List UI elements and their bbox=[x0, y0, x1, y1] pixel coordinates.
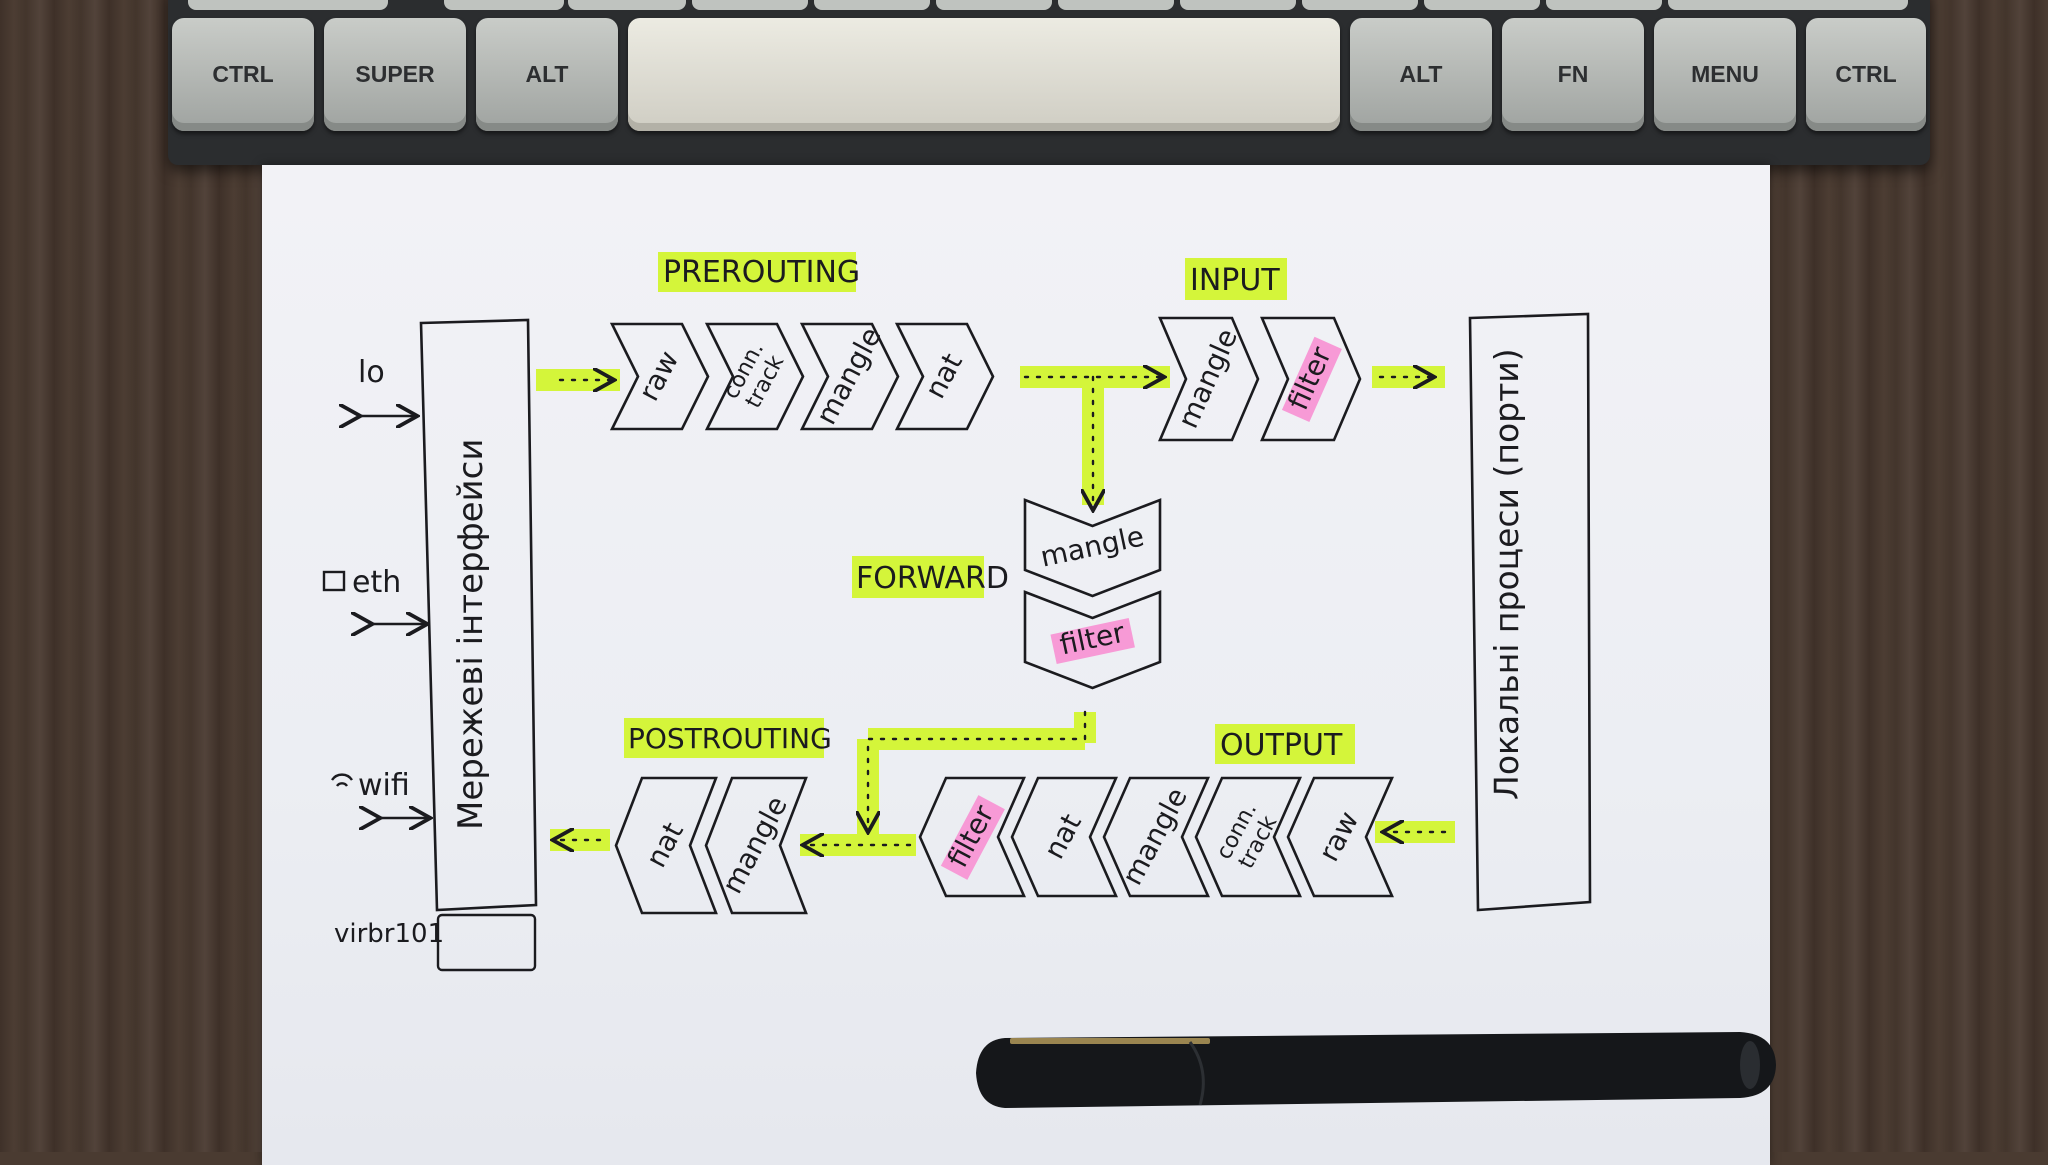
forward-filter-highlight bbox=[1050, 617, 1135, 664]
prerouting-mangle-label: mangle bbox=[809, 322, 887, 430]
network-interfaces-label: Мережеві інтерфейси bbox=[451, 439, 491, 830]
iface-lo-label: lo bbox=[358, 355, 385, 390]
prerouting-mangle: mangle bbox=[799, 322, 900, 431]
prerouting-raw-label: raw bbox=[632, 345, 685, 406]
output-nat-label: nat bbox=[1037, 808, 1088, 864]
flow-highlights bbox=[536, 366, 1455, 856]
fountain-pen bbox=[976, 1032, 1776, 1108]
prerouting-label: PREROUTING bbox=[663, 255, 860, 290]
postrouting-nat: nat bbox=[614, 776, 718, 915]
output-nat: nat bbox=[1010, 776, 1118, 898]
prerouting-conn--track: conn.track bbox=[704, 322, 805, 431]
network-interfaces-box: Мережеві інтерфейси virbr101 bbox=[334, 318, 538, 972]
prerouting-raw: raw bbox=[609, 322, 710, 431]
paper-sheet bbox=[262, 165, 1770, 1165]
virbr-box bbox=[436, 913, 537, 972]
iface-eth-label: eth bbox=[352, 565, 401, 600]
input-filter-label: filter bbox=[1281, 341, 1338, 414]
input-filter-highlight bbox=[1281, 336, 1342, 423]
local-processes-box: Локальні процеси (порти) bbox=[1468, 312, 1592, 912]
key-alt-left: ALT bbox=[476, 18, 618, 131]
prerouting-conn--track-label: conn.track bbox=[719, 338, 791, 414]
output-conn--track: conn.track bbox=[1194, 776, 1302, 898]
postrouting-label: POSTROUTING bbox=[628, 722, 832, 755]
output-raw-label: raw bbox=[1312, 806, 1365, 867]
key-fn: FN bbox=[1502, 18, 1644, 131]
input-mangle-label: mangle bbox=[1171, 324, 1244, 433]
key-super: SUPER bbox=[324, 18, 466, 131]
key-menu: MENU bbox=[1654, 18, 1796, 131]
prerouting-nat: nat bbox=[894, 322, 995, 431]
forward-filter: filter bbox=[1023, 590, 1162, 690]
forward-mangle: mangle bbox=[1023, 498, 1162, 598]
postrouting-nat-label: nat bbox=[639, 817, 690, 873]
input-filter: filter bbox=[1260, 316, 1362, 442]
output-conn--track-label: conn.track bbox=[1212, 799, 1284, 875]
output-filter: filter bbox=[918, 776, 1026, 898]
key-ctrl-right: CTRL bbox=[1806, 18, 1926, 131]
output-label: OUTPUT bbox=[1220, 728, 1343, 763]
flow-arrows bbox=[555, 377, 1447, 845]
ethernet-icon bbox=[322, 570, 346, 592]
key-ctrl-left: CTRL bbox=[172, 18, 314, 131]
iface-wifi-label: wifi bbox=[358, 768, 410, 803]
keyboard: CTRL SUPER ALT ALT FN MENU CTRL bbox=[168, 0, 1930, 165]
key-space bbox=[628, 18, 1340, 131]
interface-list: lo eth wifi bbox=[322, 355, 428, 818]
wifi-icon bbox=[331, 773, 353, 787]
output-mangle: mangle bbox=[1102, 776, 1210, 898]
input-label: INPUT bbox=[1190, 263, 1280, 298]
forward-label: FORWARD bbox=[856, 561, 1009, 596]
prerouting-nat-label: nat bbox=[918, 348, 969, 404]
forward-mangle-label: mangle bbox=[1037, 519, 1147, 573]
local-processes-label: Локальні процеси (порти) bbox=[1487, 348, 1526, 800]
postrouting-mangle: mangle bbox=[704, 776, 808, 915]
output-filter-highlight bbox=[940, 795, 1005, 880]
virbr-label: virbr101 bbox=[334, 919, 444, 949]
chain-titles: PREROUTING INPUT FORWARD POSTROUTING OUT… bbox=[624, 252, 1355, 764]
key-alt-right: ALT bbox=[1350, 18, 1492, 131]
forward-filter-label: filter bbox=[1057, 616, 1128, 662]
postrouting-mangle-label: mangle bbox=[715, 791, 793, 899]
input-mangle: mangle bbox=[1158, 316, 1260, 442]
